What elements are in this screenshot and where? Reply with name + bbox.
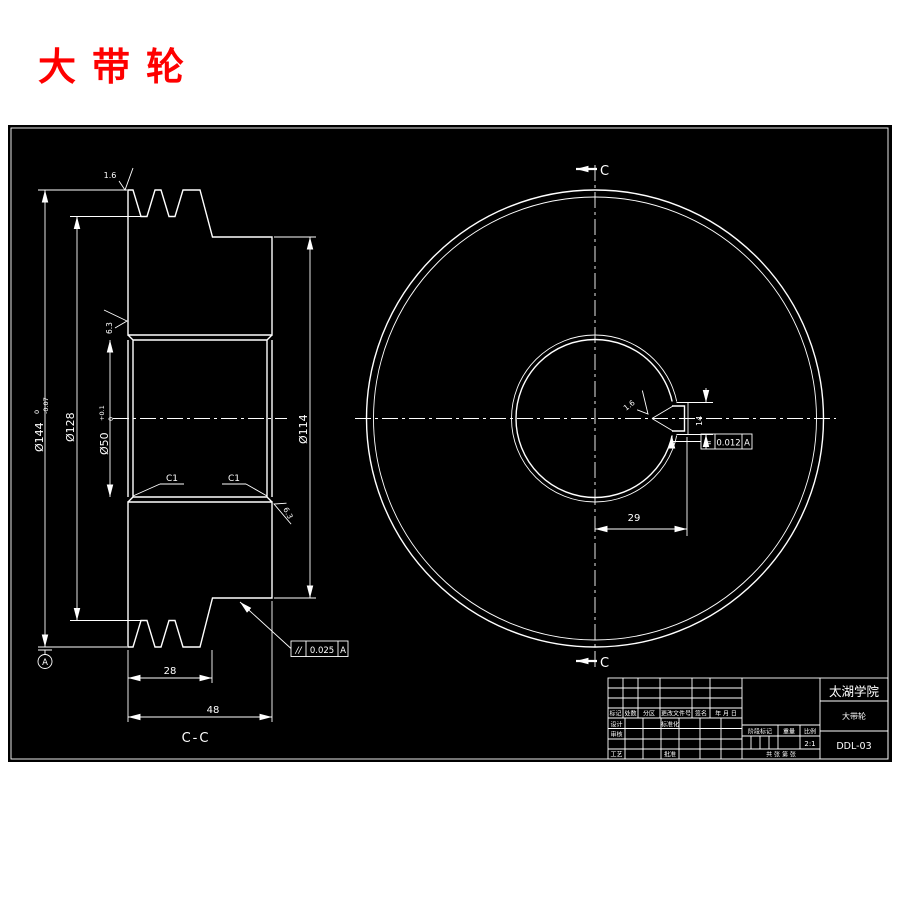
- datum-label: A: [42, 658, 48, 668]
- chamfer-right-label: C1: [228, 474, 240, 484]
- roughness-bore-icon: 6.3: [103, 309, 128, 334]
- section-letter-top: C: [600, 164, 609, 179]
- page-title: 大带轮: [38, 44, 201, 89]
- sheet-border: [10, 127, 889, 760]
- section-view: C1 C1 Ø144 0 -0.07 Ø128 Ø50 +0.1 0 Ø114 …: [33, 167, 349, 746]
- roughness-bore-value: 6.3: [105, 322, 114, 334]
- parallelism-symbol: //: [294, 646, 302, 656]
- tb-label-check: 审核: [610, 731, 622, 739]
- keyway-leaders: [651, 405, 674, 432]
- roughness-top-value: 1.6: [104, 171, 117, 180]
- tb-scale-value: 2:1: [804, 740, 815, 748]
- title-block-border: [607, 677, 889, 760]
- tb-label-count: 处数: [624, 710, 636, 718]
- section-upper-half: [127, 189, 273, 336]
- dim-od-tol-lower: -0.07: [42, 397, 50, 414]
- dim-groove-root-text: Ø128: [64, 412, 77, 442]
- section-label: C-C: [182, 731, 211, 746]
- tb-part-name: 大带轮: [842, 711, 866, 721]
- roughness-top-icon: 1.6: [104, 167, 134, 191]
- symmetry-value: 0.012: [716, 438, 740, 448]
- dim-bore-tol-lower: 0: [107, 417, 115, 421]
- datum-flag: A: [37, 649, 53, 669]
- chamfer-left-label: C1: [166, 474, 178, 484]
- section-lower-half: [127, 501, 273, 648]
- symmetry-datum: A: [744, 438, 750, 448]
- tb-label-signature: 签名: [695, 710, 707, 718]
- symmetry-frame: = 0.012 A: [668, 433, 753, 450]
- symmetry-leader: [668, 436, 701, 449]
- tb-label-date: 年 月 日: [715, 710, 737, 718]
- front-view: 14 29 = 0.012 A 1.6 C C: [355, 164, 836, 671]
- dim-width-text: 48: [207, 705, 220, 716]
- tb-label-approve: 批准: [664, 751, 676, 759]
- dim-od-text: Ø144: [33, 422, 46, 452]
- sheet-background: [8, 125, 892, 762]
- tb-label-process: 工艺: [610, 751, 622, 759]
- tb-sheet-info: 共 张 第 张: [766, 751, 796, 759]
- tb-label-design: 设计: [610, 721, 622, 729]
- tb-school: 太湖学院: [829, 684, 880, 699]
- tb-label-zone: 分区: [643, 710, 655, 718]
- keyway-width-text: 14: [695, 416, 704, 426]
- tb-drawing-no: DDL-03: [836, 741, 871, 752]
- keyway-depth-text: 29: [628, 513, 641, 524]
- title-block: 标记 处数 分区 更改文件号 签名 年 月 日 设计 标准化 审核 工艺 批准 …: [607, 677, 889, 760]
- symmetry-symbol: =: [704, 439, 712, 449]
- dim-groove-span-text: 28: [164, 666, 177, 677]
- tb-label-mark: 标记: [609, 710, 621, 718]
- title-block-grid: [608, 678, 888, 759]
- dim-bore-tol-upper: +0.1: [98, 405, 106, 421]
- dim-hub-text: Ø114: [297, 414, 310, 444]
- parallelism-leader: [239, 601, 292, 649]
- tb-label-stage-mark: 阶段标记: [748, 728, 772, 736]
- roughness-side-icon: 6.3: [273, 502, 295, 525]
- parallelism-frame: // 0.025 A: [239, 601, 349, 657]
- tb-label-change-file: 更改文件号: [661, 710, 691, 718]
- tb-label-scale: 比例: [804, 728, 816, 736]
- extension-lines: [38, 189, 316, 722]
- dim-bore-text: Ø50: [98, 432, 111, 455]
- parallelism-value: 0.025: [310, 646, 334, 656]
- chamfer-leaders: [132, 483, 268, 497]
- dim-od-tol-upper: 0: [33, 410, 41, 414]
- section-letter-bottom: C: [600, 656, 609, 671]
- parallelism-datum: A: [340, 646, 346, 656]
- tb-label-standardization: 标准化: [661, 721, 679, 729]
- tb-label-weight: 重量: [783, 728, 795, 736]
